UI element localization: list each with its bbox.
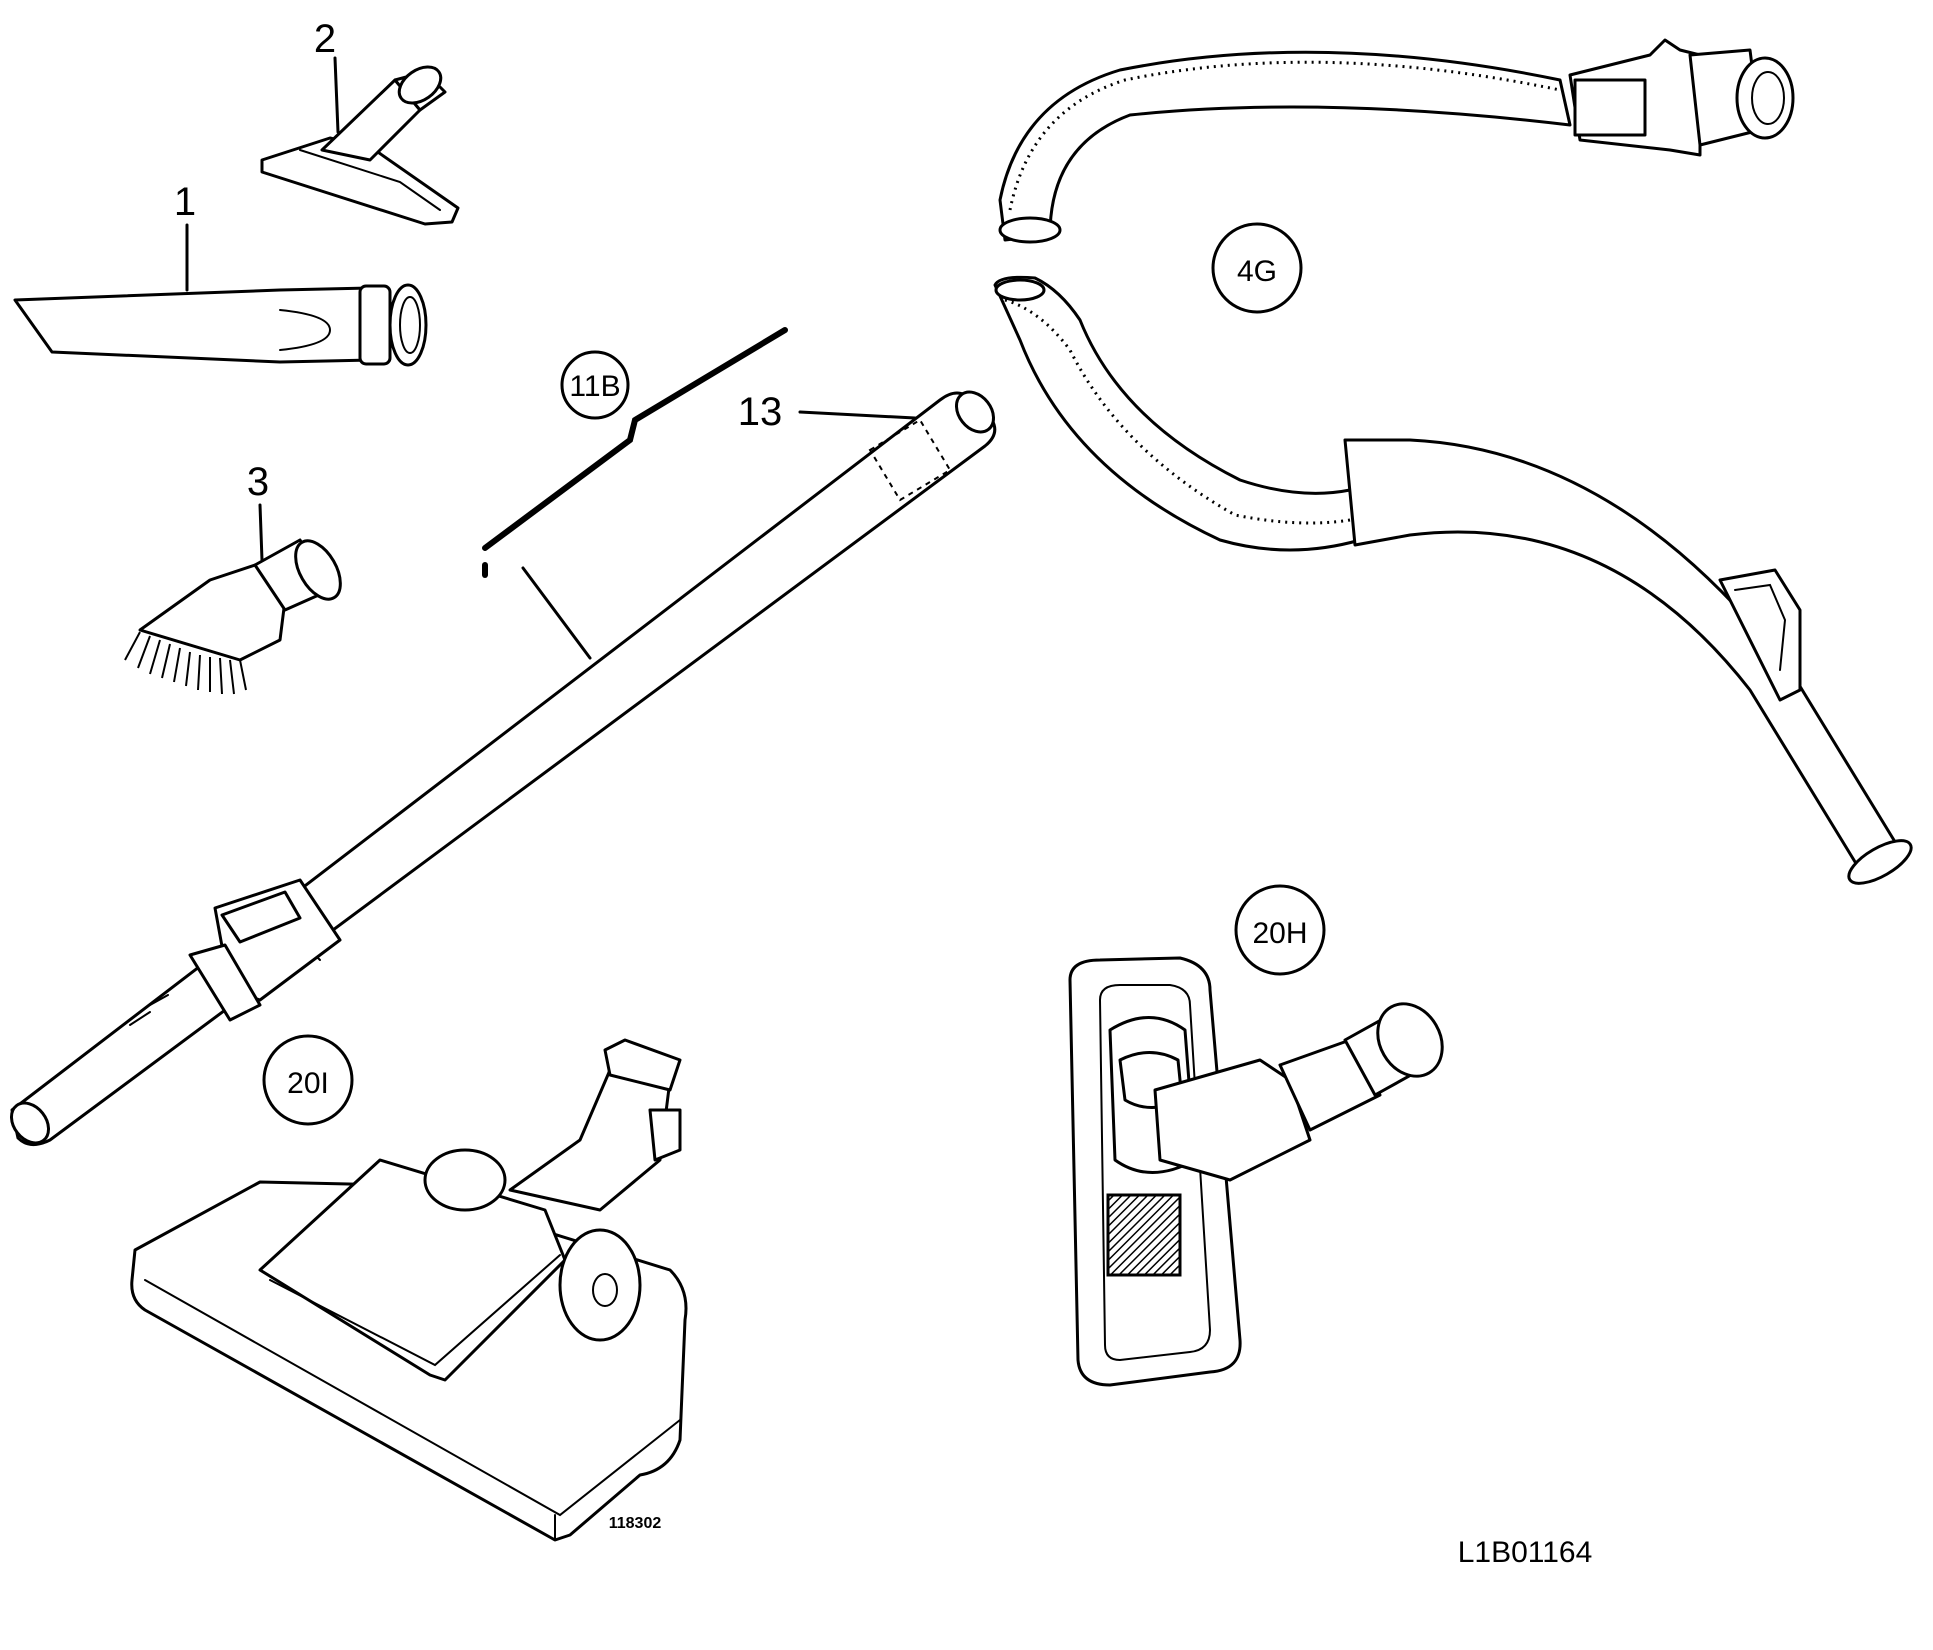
label-part-13: 13	[738, 390, 783, 434]
part-13-callout: 13	[738, 390, 917, 434]
label-part-2: 2	[314, 17, 336, 61]
label-part-4g: 4G	[1237, 255, 1277, 288]
crevice-tool: 1	[13, 180, 428, 367]
label-part-11b: 11B	[569, 370, 620, 403]
upholstery-nozzle: 2	[260, 17, 460, 226]
label-part-20h: 20H	[1252, 917, 1307, 950]
label-part-20i: 20I	[287, 1067, 329, 1100]
label-part-3: 3	[247, 460, 269, 504]
telescopic-tube: 11B	[9, 327, 997, 1146]
drawing-code: L1B01164	[1458, 1536, 1593, 1569]
floor-nozzle-20h: 20H	[1068, 884, 1444, 1387]
floor-nozzle-20i: 20I 118302	[130, 1034, 688, 1542]
hose-assembly: 4G	[993, 38, 1913, 885]
dusting-brush: 3	[124, 460, 342, 695]
reference-code-small: 118302	[609, 1515, 662, 1532]
label-part-1: 1	[174, 180, 196, 224]
